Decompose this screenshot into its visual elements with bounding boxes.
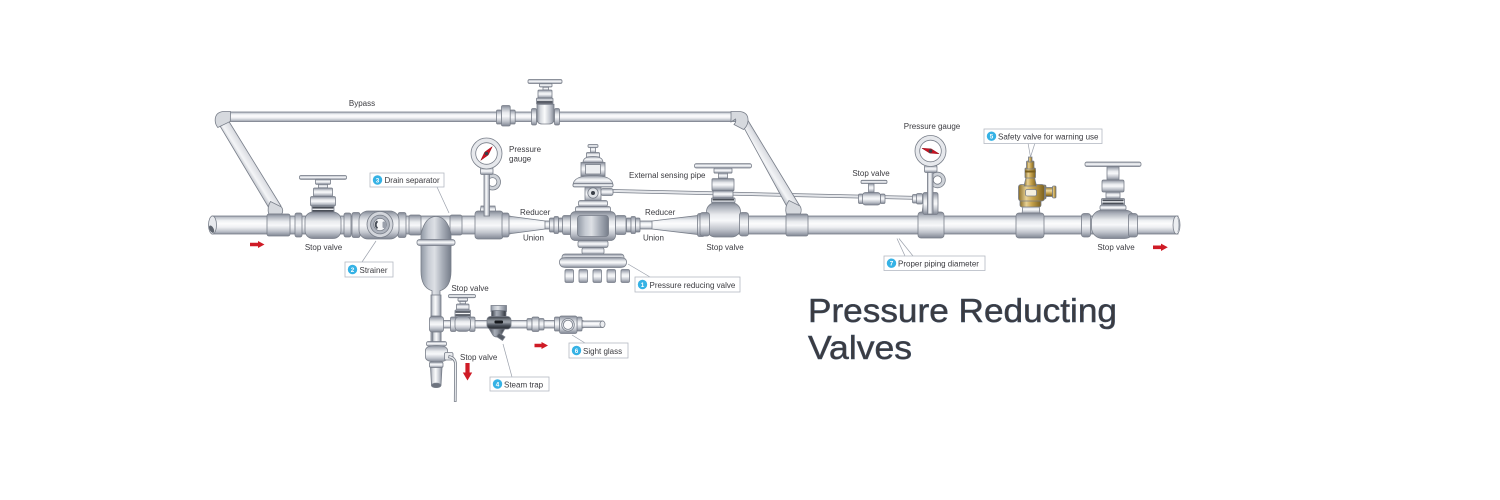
svg-text:6: 6 <box>575 348 579 355</box>
svg-text:External sensing pipe: External sensing pipe <box>629 171 706 180</box>
svg-text:Pressure: Pressure <box>509 145 542 154</box>
svg-text:Strainer: Strainer <box>360 266 388 275</box>
svg-text:gauge: gauge <box>509 155 532 164</box>
svg-text:4: 4 <box>496 381 500 388</box>
svg-text:Bypass: Bypass <box>349 99 375 108</box>
svg-text:Proper piping diameter: Proper piping diameter <box>898 259 979 268</box>
svg-text:Stop valve: Stop valve <box>852 169 890 178</box>
svg-text:1: 1 <box>641 282 645 289</box>
svg-text:Pressure Reducting: Pressure Reducting <box>808 292 1117 329</box>
svg-text:Stop valve: Stop valve <box>1097 243 1135 252</box>
svg-text:Reducer: Reducer <box>520 208 551 217</box>
svg-text:Stop valve: Stop valve <box>460 353 498 362</box>
svg-text:Valves: Valves <box>808 329 912 366</box>
svg-text:Safety valve for warning use: Safety valve for warning use <box>998 132 1099 141</box>
svg-text:Drain separator: Drain separator <box>385 176 440 185</box>
svg-text:Steam trap: Steam trap <box>504 380 544 389</box>
svg-text:5: 5 <box>990 134 994 141</box>
svg-text:2: 2 <box>351 267 355 274</box>
svg-text:Union: Union <box>643 234 664 243</box>
svg-text:3: 3 <box>376 177 380 184</box>
svg-text:Pressure reducing valve: Pressure reducing valve <box>650 281 736 290</box>
svg-text:Reducer: Reducer <box>645 208 676 217</box>
svg-text:Stop valve: Stop valve <box>451 284 489 293</box>
svg-text:Stop valve: Stop valve <box>305 243 343 252</box>
svg-text:7: 7 <box>890 261 894 268</box>
svg-text:Sight glass: Sight glass <box>583 347 622 356</box>
svg-text:Pressure gauge: Pressure gauge <box>904 122 961 131</box>
svg-text:Union: Union <box>523 234 544 243</box>
svg-text:Stop valve: Stop valve <box>706 243 744 252</box>
